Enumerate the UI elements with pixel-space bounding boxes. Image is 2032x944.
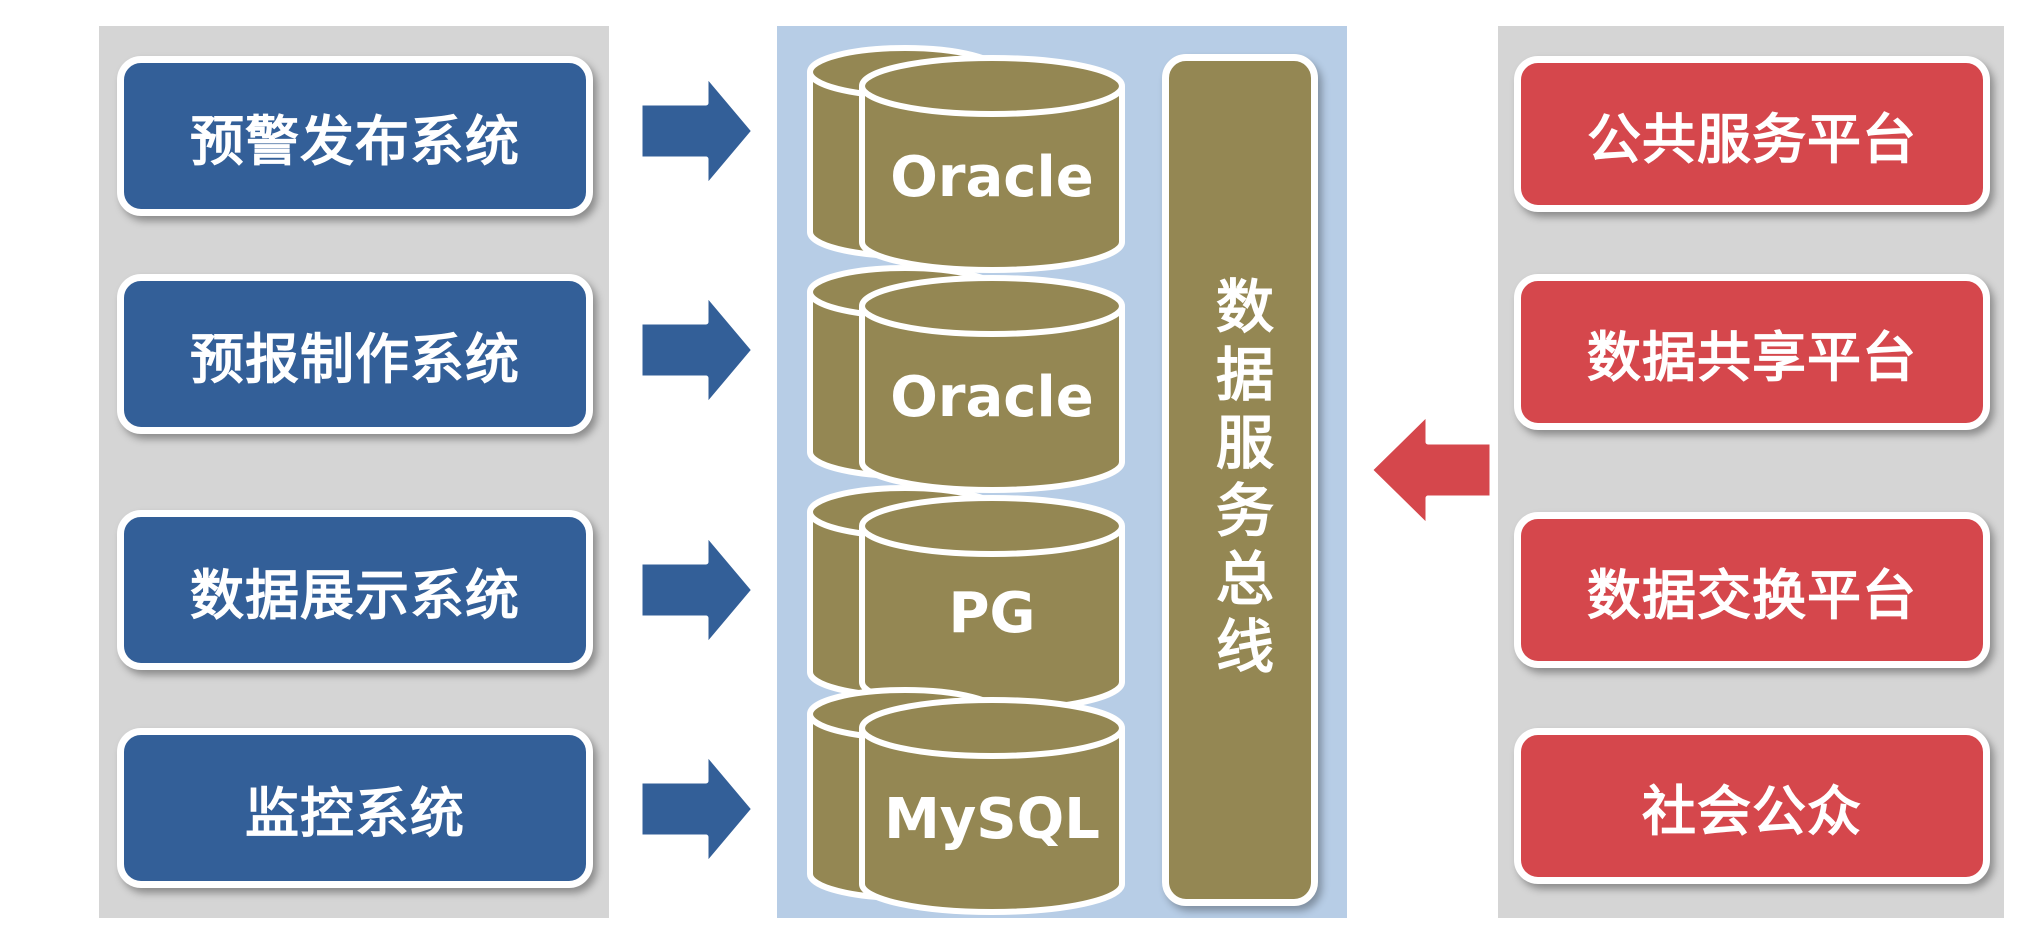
system-box-label: 数据展示系统	[190, 563, 520, 627]
database-label: PG	[948, 581, 1035, 646]
database-label: MySQL	[884, 787, 1100, 852]
database-cylinder-mysql: MySQL	[807, 687, 1125, 915]
platform-box-data-sharing: 数据共享平台	[1514, 274, 1990, 430]
platform-box-general-public: 社会公众	[1514, 728, 1990, 884]
platform-box-data-exchange: 数据交换平台	[1514, 512, 1990, 668]
database-cylinder-front	[859, 55, 1125, 273]
platform-box-label: 数据交换平台	[1587, 563, 1917, 627]
arrow-right-icon	[637, 290, 757, 410]
arrow-right-icon	[637, 530, 757, 650]
arrow-right-icon	[637, 71, 757, 191]
database-cylinder-oracle-1: Oracle	[807, 45, 1125, 273]
system-box-warning-release: 预警发布系统	[117, 56, 593, 216]
platform-box-label: 数据共享平台	[1587, 325, 1917, 389]
database-label: Oracle	[890, 365, 1093, 430]
database-label: Oracle	[890, 145, 1093, 210]
system-box-label: 监控系统	[245, 781, 465, 845]
database-cylinder-front	[859, 275, 1125, 493]
system-box-forecast-production: 预报制作系统	[117, 274, 593, 434]
system-box-label: 预报制作系统	[190, 327, 520, 391]
arrow-left-icon	[1367, 410, 1495, 530]
platform-box-label: 公共服务平台	[1587, 107, 1917, 171]
system-box-label: 预警发布系统	[190, 109, 520, 173]
platform-box-label: 社会公众	[1642, 779, 1862, 843]
data-service-bus: 数据服务总线	[1162, 54, 1318, 906]
system-box-monitoring: 监控系统	[117, 728, 593, 888]
system-box-data-display: 数据展示系统	[117, 510, 593, 670]
arrow-right-icon	[637, 749, 757, 869]
data-service-bus-label: 数据服务总线	[1206, 276, 1274, 684]
database-cylinder-oracle-2: Oracle	[807, 265, 1125, 493]
database-cylinder-pg: PG	[807, 485, 1125, 713]
database-cylinder-front	[859, 697, 1125, 915]
platform-box-public-service: 公共服务平台	[1514, 56, 1990, 212]
